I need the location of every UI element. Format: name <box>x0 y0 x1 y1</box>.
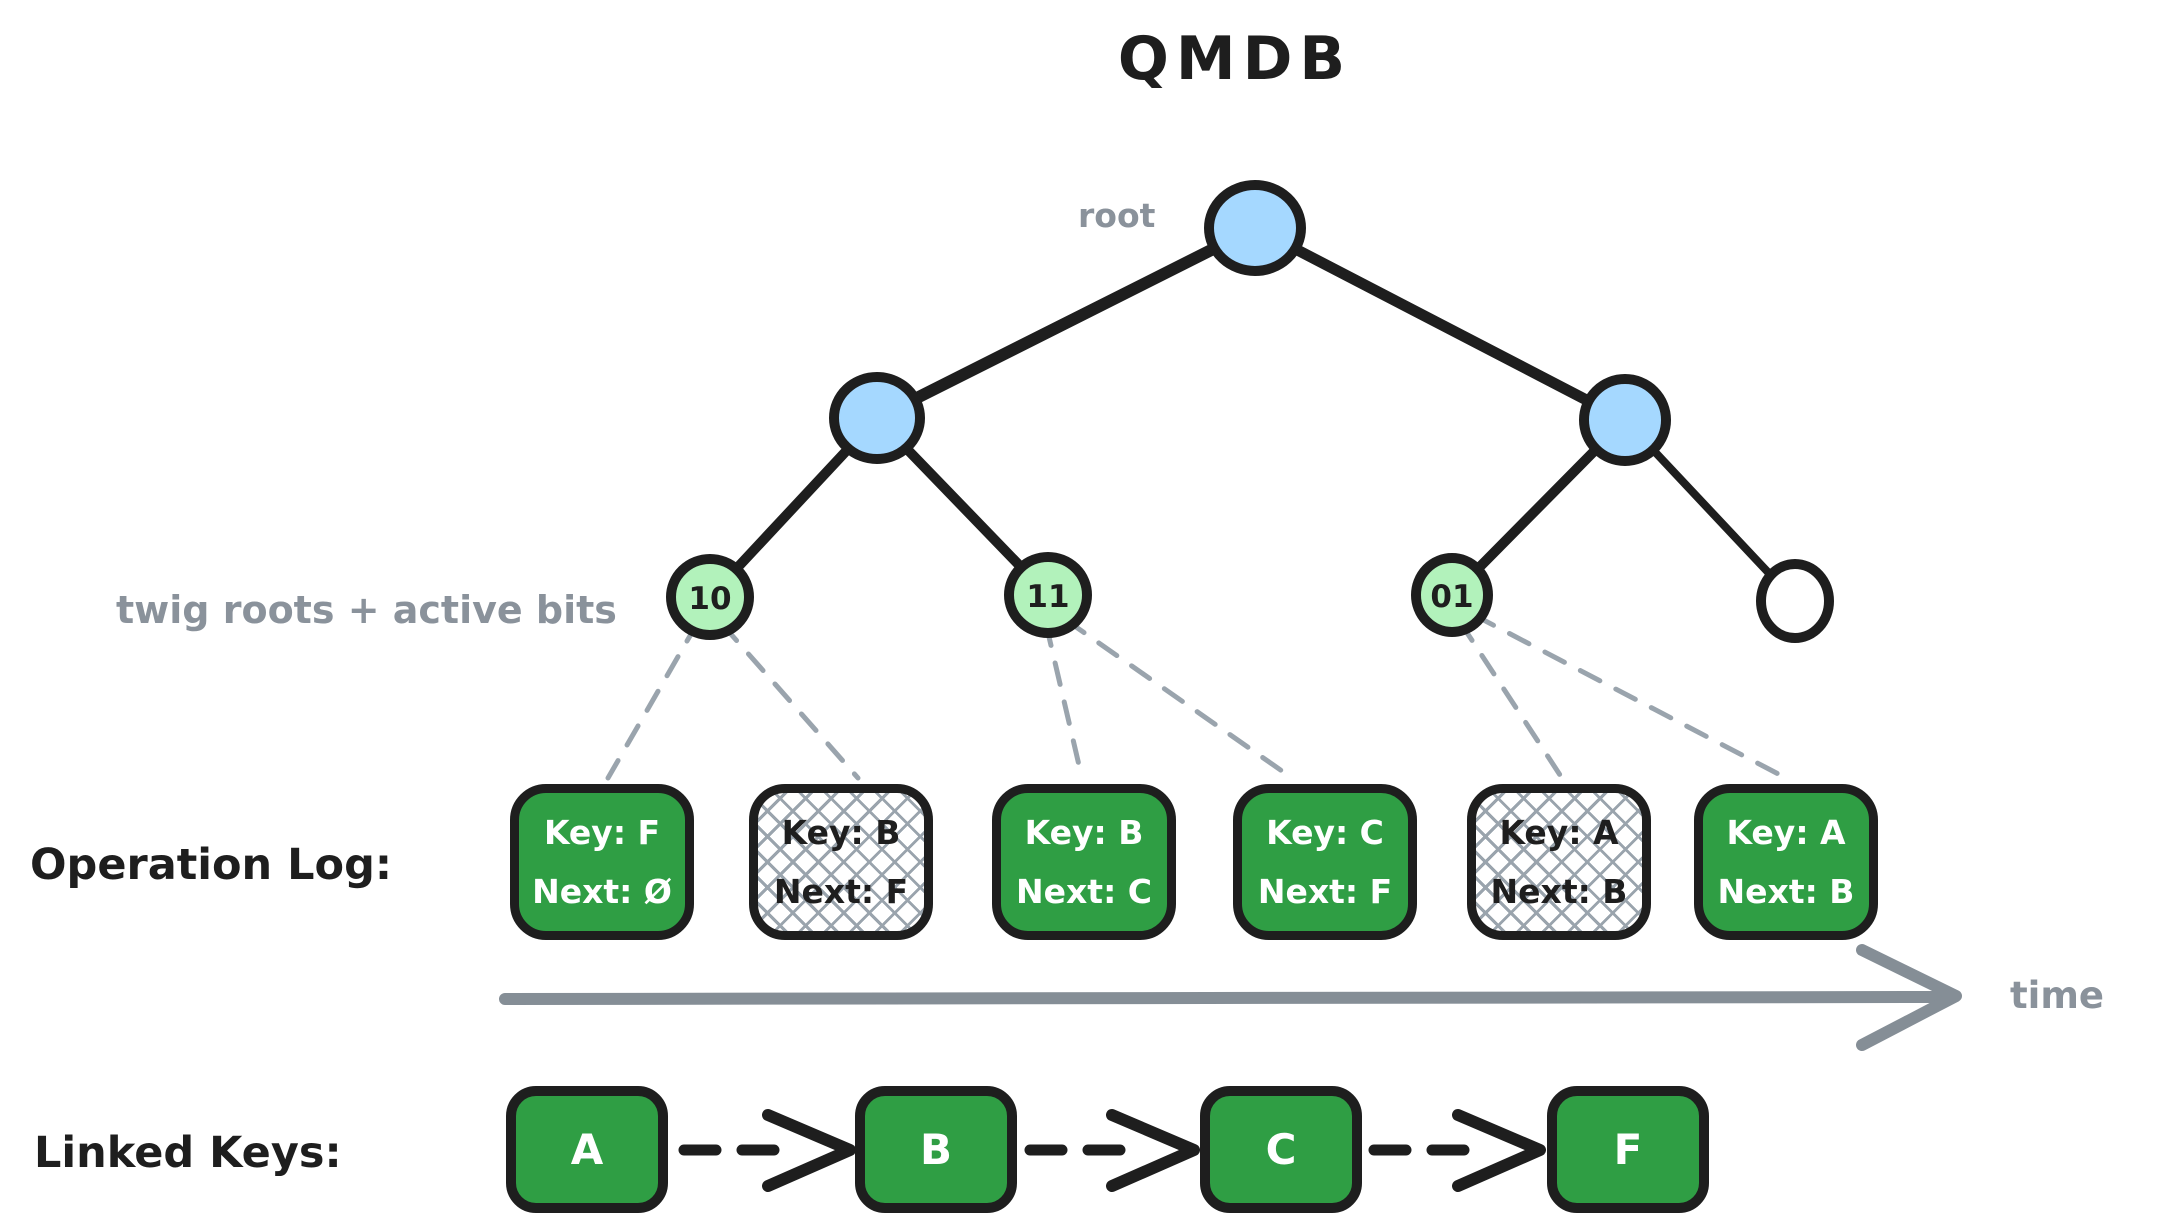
linked-key-node-f: F <box>1547 1086 1709 1213</box>
operation-log-label: Operation Log: <box>30 840 393 890</box>
oplog-key-line: Key: A <box>1499 813 1619 852</box>
time-axis-label: time <box>2010 974 2105 1017</box>
linked-arrow-a-b-head <box>762 1109 856 1192</box>
connector-11-entry3 <box>1043 621 1085 781</box>
linked-keys-label: Linked Keys: <box>34 1128 342 1178</box>
twig-roots-label: twig roots + active bits <box>116 588 617 632</box>
linked-key-node-a: A <box>506 1086 668 1213</box>
connector-10-entry2 <box>719 621 861 781</box>
linked-key-node-b: B <box>855 1086 1017 1213</box>
twig-to-log-connectors <box>605 612 1789 781</box>
linked-key-node-c: C <box>1200 1086 1362 1213</box>
connector-01-entry5 <box>1457 619 1565 781</box>
oplog-entry-4: Key: C Next: F <box>1233 784 1417 940</box>
time-arrowhead <box>1856 944 1962 1051</box>
connector-01-entry6 <box>1471 612 1789 781</box>
oplog-next-line: Next: C <box>1016 872 1152 911</box>
twig-node-11-label: 11 <box>1026 579 1069 615</box>
tree-nodes <box>666 180 1834 643</box>
twig-node-10-label: 10 <box>688 581 731 617</box>
time-arrow <box>499 944 1962 1051</box>
tree-edge-root-right <box>1249 222 1631 426</box>
twig-node-11 <box>1004 552 1092 638</box>
linked-key-label: F <box>1613 1125 1643 1174</box>
twig-node-labels: 10 11 01 <box>688 579 1473 617</box>
oplog-key-line: Key: A <box>1726 813 1846 852</box>
oplog-next-line: Next: Ø <box>532 872 672 911</box>
root-label: root <box>1078 196 1156 235</box>
oplog-entry-5: Key: A Next: B <box>1467 784 1651 940</box>
twig-node-10 <box>666 554 754 640</box>
oplog-key-line: Key: B <box>1024 813 1144 852</box>
oplog-key-line: Key: C <box>1266 813 1384 852</box>
linked-arrow-c-f-head <box>1452 1109 1546 1192</box>
empty-twig-node <box>1756 559 1834 643</box>
oplog-next-line: Next: B <box>1490 872 1628 911</box>
linked-arrow-b-c-head <box>1106 1109 1200 1192</box>
oplog-entry-2: Key: B Next: F <box>749 784 933 940</box>
twig-node-01 <box>1411 553 1493 637</box>
linked-key-label: A <box>570 1125 604 1174</box>
oplog-entry-3: Key: B Next: C <box>992 784 1176 940</box>
connector-11-entry4 <box>1063 617 1295 781</box>
linked-key-label: B <box>919 1125 952 1174</box>
linked-key-label: C <box>1265 1125 1297 1174</box>
oplog-next-line: Next: B <box>1717 872 1855 911</box>
oplog-entry-6: Key: A Next: B <box>1694 784 1878 940</box>
tree-edge-root-left <box>871 222 1261 424</box>
oplog-key-line: Key: B <box>781 813 901 852</box>
internal-node-right <box>1579 374 1671 466</box>
oplog-entry-1: Key: F Next: Ø <box>510 784 694 940</box>
internal-node-left <box>829 372 925 464</box>
linked-key-arrows <box>678 1109 1546 1192</box>
twig-node-01-label: 01 <box>1430 579 1473 615</box>
oplog-next-line: Next: F <box>773 872 909 911</box>
connector-10-entry1 <box>605 619 701 781</box>
oplog-key-line: Key: F <box>543 813 661 852</box>
time-arrow-shaft <box>499 991 1946 1005</box>
oplog-next-line: Next: F <box>1257 872 1393 911</box>
root-node <box>1204 180 1306 276</box>
diagram-title: QMDB <box>1117 24 1353 94</box>
